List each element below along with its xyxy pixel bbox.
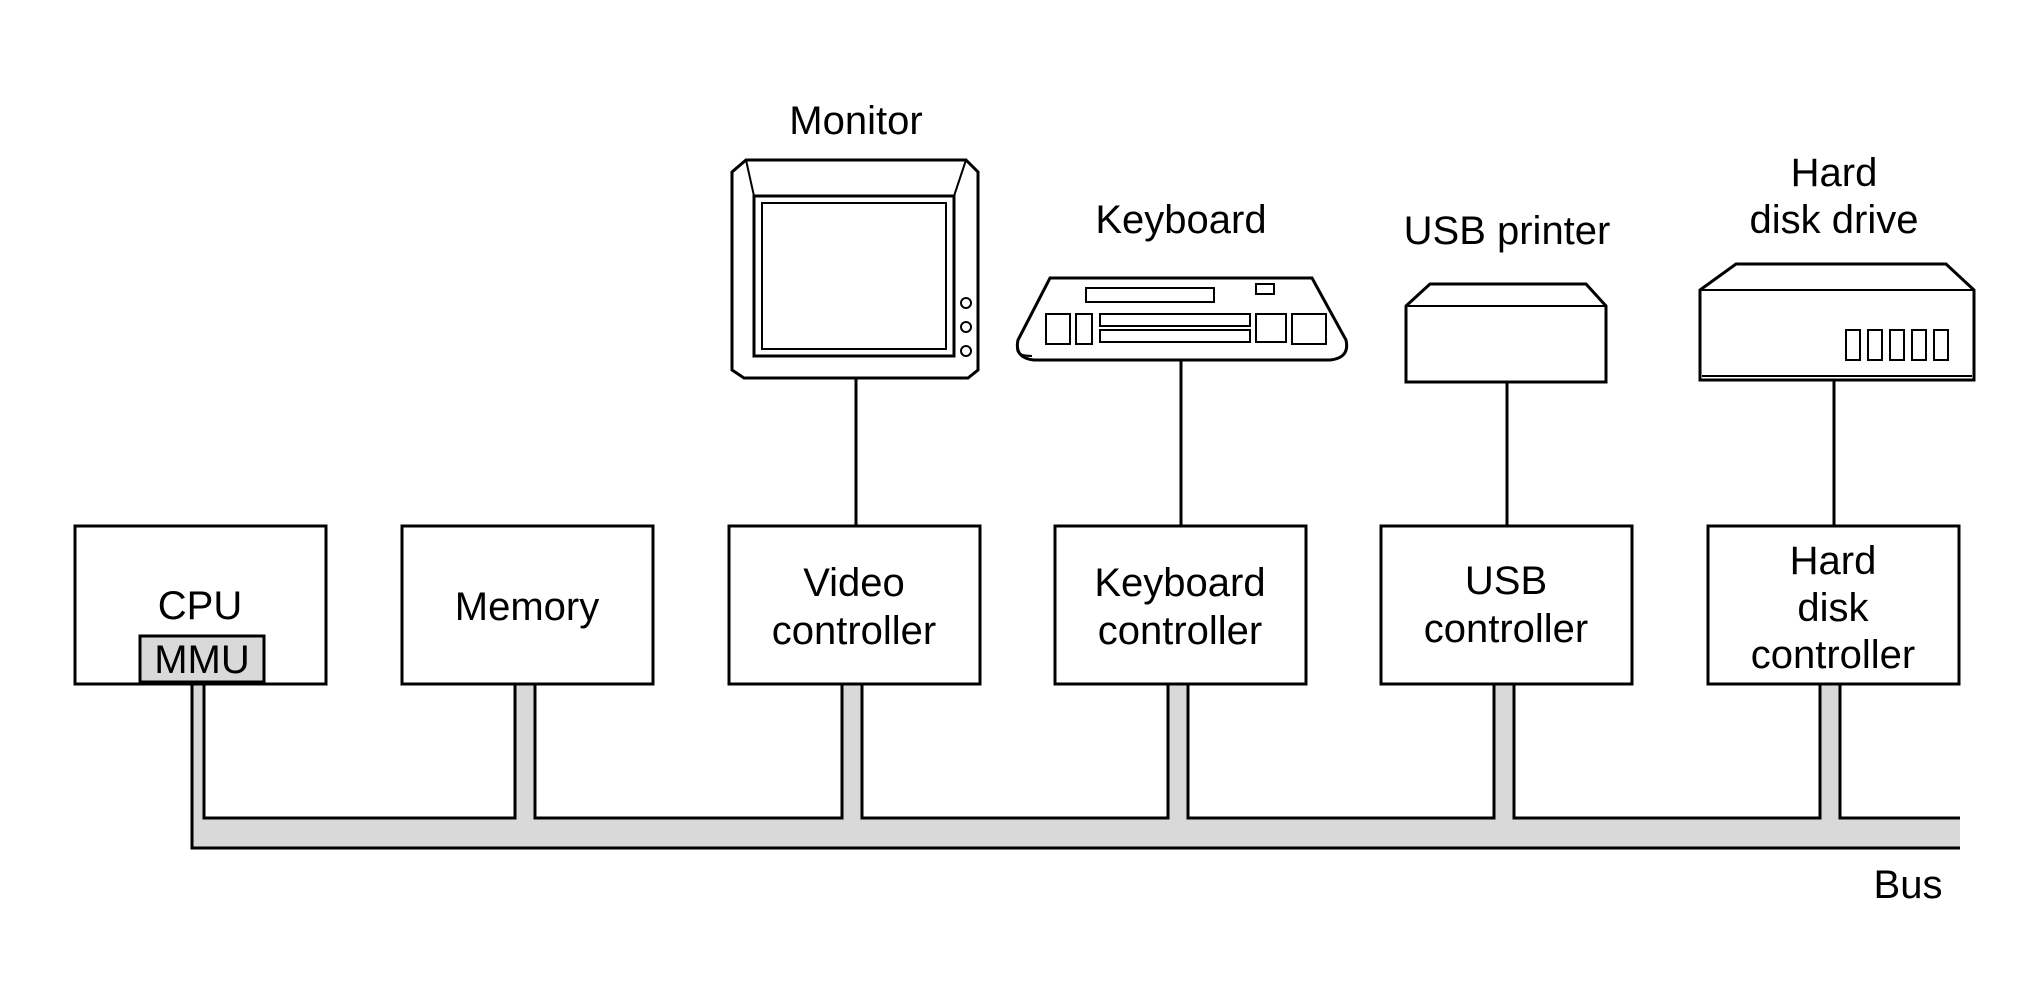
hard-disk-controller-label-line3: controller xyxy=(1751,633,1916,677)
hard-disk-drive-label-line2: disk drive xyxy=(1750,198,1919,242)
bus-label: Bus xyxy=(1874,863,1943,907)
system-bus xyxy=(190,682,1960,850)
cpu-label: CPU xyxy=(158,584,242,628)
usb-controller-box: USB controller xyxy=(1379,524,1634,686)
keyboard-icon xyxy=(1015,276,1349,362)
monitor-label: Monitor xyxy=(789,99,922,143)
usb-controller-label-line1: USB xyxy=(1465,559,1547,603)
mmu-box xyxy=(138,634,266,684)
hard-disk-controller-label-line1: Hard xyxy=(1790,539,1877,583)
usb-controller-label-line2: controller xyxy=(1424,607,1589,651)
monitor-icon xyxy=(730,158,980,380)
video-controller-box: Video controller xyxy=(727,524,982,686)
memory-box: Memory xyxy=(400,524,655,686)
hard-disk-controller-label-line2: disk xyxy=(1797,586,1869,630)
hard-disk-controller-box: Hard disk controller xyxy=(1706,524,1961,686)
printer-icon xyxy=(1404,282,1608,384)
usb-printer-label: USB printer xyxy=(1404,209,1611,253)
hard-disk-drive-label-line1: Hard xyxy=(1791,151,1878,195)
cpu-box: CPU MMU xyxy=(73,524,328,686)
keyboard-controller-label-line1: Keyboard xyxy=(1094,561,1265,605)
keyboard-controller-box: Keyboard controller xyxy=(1053,524,1308,686)
keyboard-controller-label-line2: controller xyxy=(1098,609,1263,653)
video-controller-label-line2: controller xyxy=(772,609,937,653)
hard-disk-drive-icon xyxy=(1698,262,1976,382)
keyboard-label: Keyboard xyxy=(1095,198,1266,242)
memory-label: Memory xyxy=(455,585,599,629)
mmu-label: MMU xyxy=(154,638,250,682)
video-controller-label-line1: Video xyxy=(803,561,905,605)
